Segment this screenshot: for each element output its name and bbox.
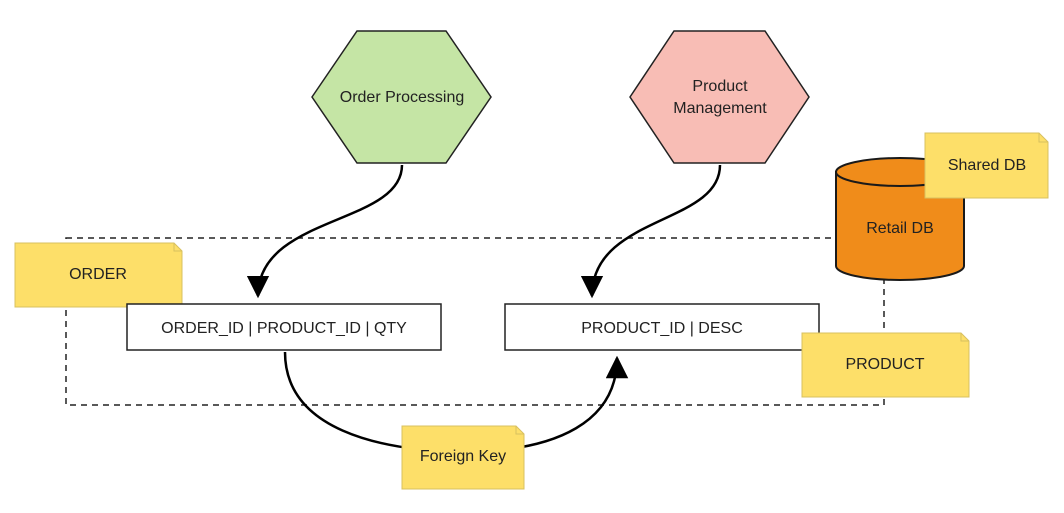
foreign-key-note-label: Foreign Key (420, 448, 506, 465)
order-table: ORDER_ID | PRODUCT_ID | QTY (126, 303, 442, 351)
shared-db-note-label: Shared DB (948, 157, 1026, 174)
order-table-box (126, 303, 442, 351)
product-management-label-line-1: Product (692, 78, 748, 95)
order-processing-hexagon (311, 30, 492, 164)
retail-db-body (835, 171, 965, 281)
order-service-to-table-arrow (246, 164, 404, 299)
product-table-columns: PRODUCT_ID | DESC (581, 320, 743, 337)
product-management-label-line-2: Management (673, 100, 767, 117)
product-management-service: Product Management (629, 30, 810, 164)
product-table: PRODUCT_ID | DESC (504, 303, 820, 351)
product-table-box (504, 303, 820, 351)
retail-db-cylinder: Retail DB (835, 157, 965, 281)
order-processing-label: Order Processing (340, 89, 465, 106)
product-service-to-table-arrow (580, 164, 722, 299)
product-note: PRODUCT (801, 332, 970, 398)
shared-db-boundary (65, 237, 885, 406)
product-management-hexagon (629, 30, 810, 164)
order-processing-service: Order Processing (311, 30, 492, 164)
foreign-key-note: Foreign Key (401, 425, 525, 490)
order-note: ORDER (14, 242, 183, 308)
retail-db-label: Retail DB (866, 220, 934, 237)
order-table-columns: ORDER_ID | PRODUCT_ID | QTY (161, 320, 407, 337)
shared-db-note: Shared DB (924, 132, 1049, 199)
order-note-label: ORDER (69, 266, 127, 283)
product-note-label: PRODUCT (845, 356, 924, 373)
